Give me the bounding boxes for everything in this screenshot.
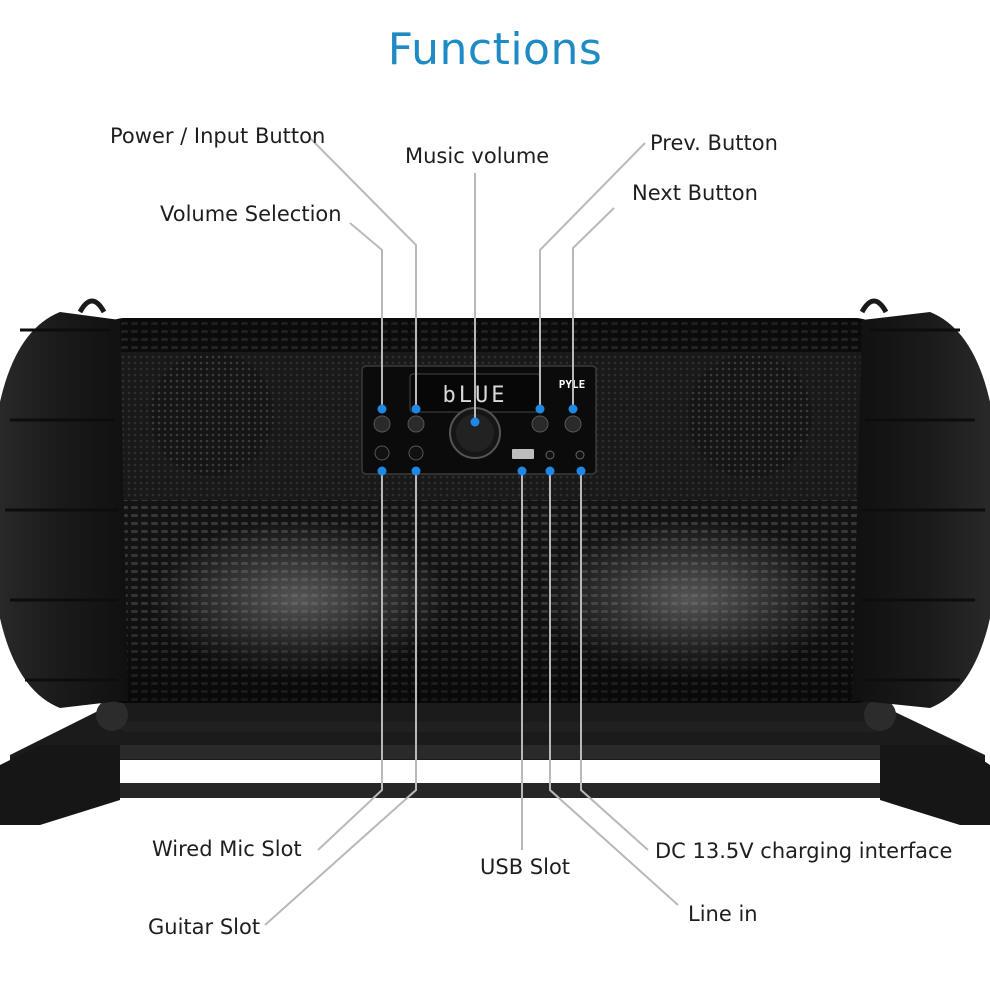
- right-tweeter-grille: [688, 354, 812, 478]
- usb-port[interactable]: [512, 449, 534, 459]
- guitar-jack[interactable]: [408, 445, 424, 461]
- volume-selection-button[interactable]: [407, 415, 425, 433]
- mic-jack[interactable]: [374, 445, 390, 461]
- callout-volume-selection: Volume Selection: [160, 202, 342, 226]
- prev-button[interactable]: [531, 415, 549, 433]
- callout-guitar-slot: Guitar Slot: [148, 915, 261, 939]
- dc-jack[interactable]: [575, 450, 585, 460]
- right-end-cap: [852, 312, 990, 708]
- left-end-cap: [0, 312, 128, 708]
- stand-frame: [0, 699, 990, 825]
- power-input-button[interactable]: [373, 415, 391, 433]
- callout-power-input-button: Power / Input Button: [110, 124, 326, 148]
- callout-line-in: Line in: [688, 902, 758, 926]
- marker-dots: [377, 404, 586, 476]
- callout-dc-charging-interface: DC 13.5V charging interface: [655, 839, 953, 863]
- line-in-jack[interactable]: [545, 450, 555, 460]
- callout-prev-button: Prev. Button: [650, 131, 778, 155]
- page-title: Functions: [387, 24, 603, 75]
- leader-lines: [264, 137, 679, 926]
- callout-next-button: Next Button: [632, 181, 758, 205]
- callout-wired-mic-slot: Wired Mic Slot: [152, 837, 302, 861]
- callout-music-volume: Music volume: [405, 144, 550, 168]
- led-display-text: bLUE: [443, 383, 508, 408]
- next-button[interactable]: [564, 415, 582, 433]
- left-tweeter-grille: [150, 352, 274, 476]
- callout-usb-slot: USB Slot: [480, 855, 571, 879]
